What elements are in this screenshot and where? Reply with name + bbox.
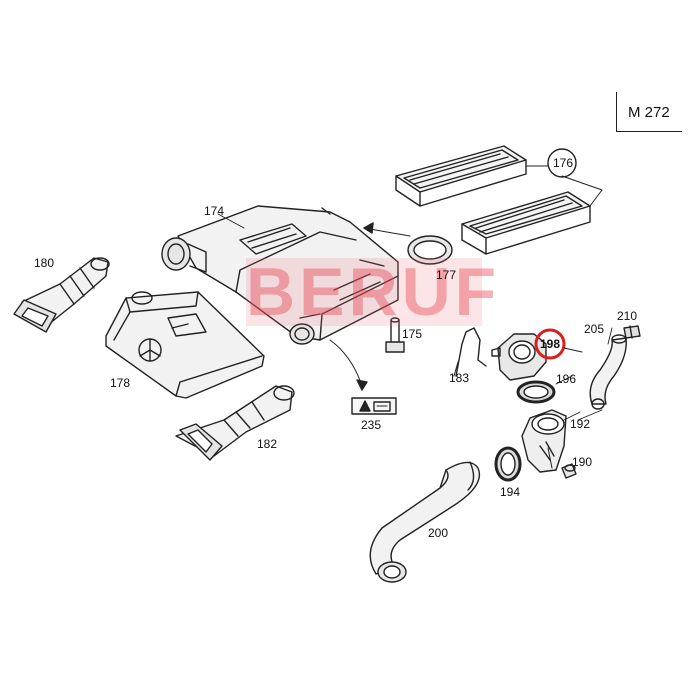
callout-196: 196: [556, 372, 577, 386]
screw-175: [385, 317, 405, 353]
seal-ring-177: [407, 235, 453, 265]
intake-hose-180: [13, 257, 110, 333]
cable-183: [455, 327, 487, 377]
callout-192: 192: [570, 417, 591, 431]
seal-ring-194: [494, 446, 522, 482]
intake-duct-182: [175, 385, 295, 461]
callout-178: 178: [110, 376, 131, 390]
callout-177: 177: [436, 268, 457, 282]
engine-cover-178: [105, 291, 265, 399]
callout-210: 210: [617, 309, 638, 323]
intake-hose-200: [369, 461, 481, 583]
callout-183: 183: [449, 371, 470, 385]
warning-label-235: [351, 397, 397, 415]
callout-175: 175: [402, 327, 423, 341]
watermark-text: BERUF: [246, 254, 501, 330]
callout-180: 180: [34, 256, 55, 270]
watermark-band: [246, 258, 482, 326]
air-filter-housing: [161, 205, 399, 345]
callout-176: 176: [553, 156, 574, 170]
air-filter-element-lower: [461, 191, 591, 255]
callout-198-highlight-circle: [534, 328, 566, 360]
seal-ring-196: [516, 380, 556, 404]
model-label: M 272: [628, 104, 670, 121]
plug-190: [561, 463, 577, 479]
air-mass-sensor-198: [491, 333, 547, 381]
callout-190: 190: [572, 455, 593, 469]
callout-174: 174: [204, 204, 225, 218]
model-frame: [616, 92, 682, 132]
callout-198: 198: [540, 337, 561, 351]
callout-182: 182: [257, 437, 278, 451]
callout-235: 235: [361, 418, 382, 432]
leader-lines: [217, 213, 613, 421]
air-filter-element-upper: [395, 145, 527, 207]
callout-205: 205: [584, 322, 605, 336]
breather-hose-205: [589, 334, 627, 410]
callout-200: 200: [428, 526, 449, 540]
intake-connector-192: [521, 409, 567, 473]
hose-clamp-210: [623, 325, 641, 339]
callout-194: 194: [500, 485, 521, 499]
callout-176-circle: [547, 148, 577, 178]
